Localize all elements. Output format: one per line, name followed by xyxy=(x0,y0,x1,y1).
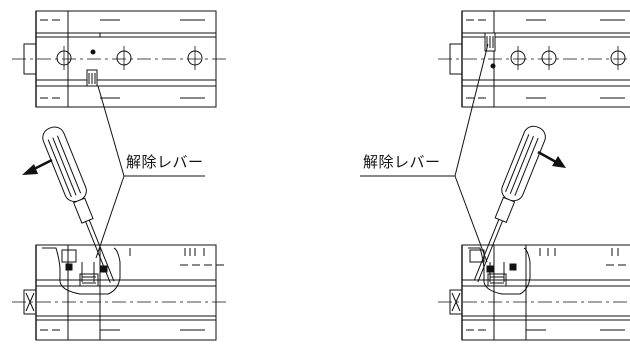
right-callout-leader xyxy=(360,44,488,262)
left-callout-leader xyxy=(96,86,205,258)
right-bottom-view xyxy=(438,245,630,340)
release-lever-label-right: 解除レバー xyxy=(363,153,441,171)
right-screwdriver xyxy=(466,123,549,285)
arrow-down-right-icon xyxy=(538,152,566,168)
left-top-view xyxy=(12,11,228,107)
release-lever-label-left: 解除レバー xyxy=(126,153,204,171)
arrow-up-left-icon xyxy=(22,160,52,175)
left-screwdriver xyxy=(40,124,123,286)
left-bottom-view xyxy=(12,245,228,340)
right-top-view xyxy=(438,11,630,107)
